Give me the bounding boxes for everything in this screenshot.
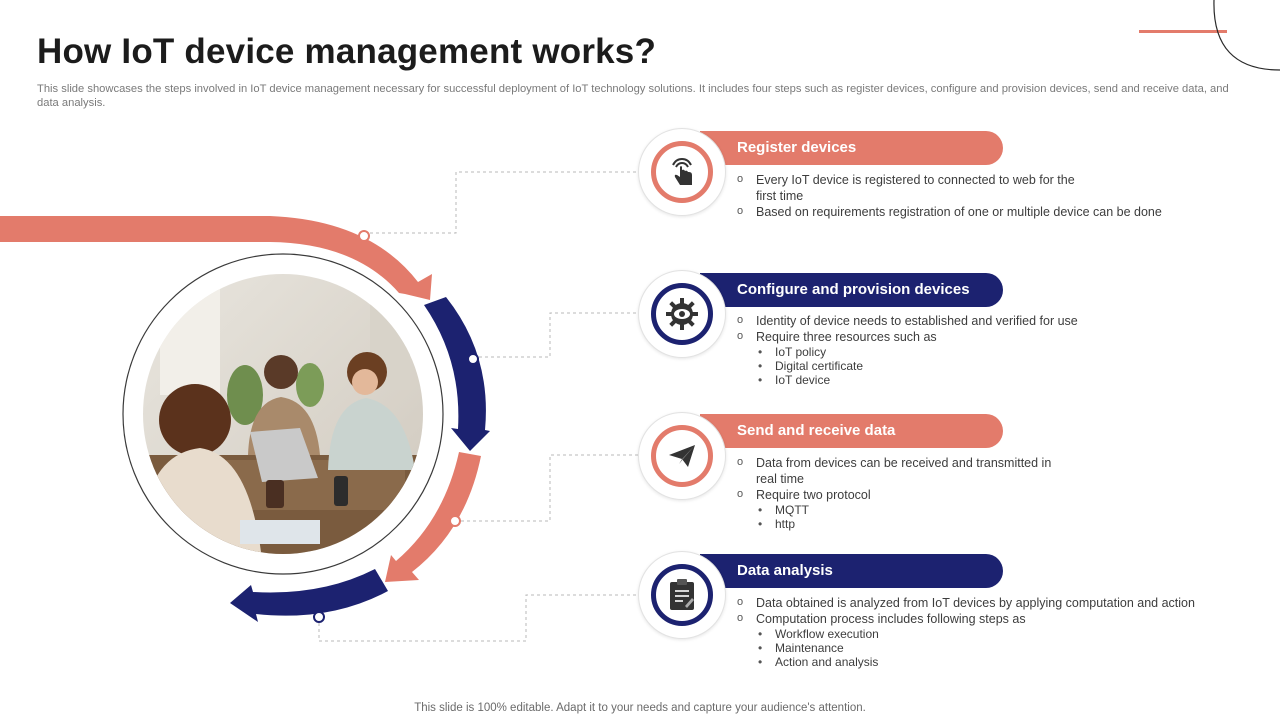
bullet-item: Every IoT device is registered to connec… [737, 171, 1162, 204]
connector-dots [313, 230, 479, 623]
step-4-header [700, 554, 1003, 588]
arc-step-4 [230, 569, 388, 622]
bullet-item: Require three resources such as [737, 328, 1078, 345]
step-1-bullets: Every IoT device is registered to connec… [737, 171, 1162, 220]
bullet-item: Identity of device needs to established … [737, 312, 1078, 329]
clipboard-icon [670, 579, 694, 610]
step-4-bullets: Data obtained is analyzed from IoT devic… [737, 594, 1195, 669]
step-4-title: Data analysis [737, 562, 833, 579]
step-1-title: Register devices [737, 139, 857, 156]
sub-bullet-item: http [737, 517, 1051, 531]
corner-arc [1213, 0, 1280, 71]
paper-plane-icon [669, 445, 695, 467]
touch-hand-icon [672, 157, 692, 185]
step-2-title: Configure and provision devices [737, 281, 970, 298]
sub-bullet-item: Action and analysis [737, 655, 1195, 669]
arc-step-3 [385, 452, 481, 582]
step-1-icon-badge [638, 128, 726, 216]
arc-step-2 [424, 297, 490, 451]
bullet-item: Based on requirements registration of on… [737, 203, 1162, 220]
bullet-item: Data obtained is analyzed from IoT devic… [737, 594, 1195, 611]
sub-bullet-item: Workflow execution [737, 627, 1195, 641]
step-1-header [700, 131, 1003, 165]
slide-title: How IoT device management works? [37, 32, 657, 71]
sub-bullet-item: IoT device [737, 373, 1078, 387]
sub-bullet-item: Maintenance [737, 641, 1195, 655]
step-3-header [700, 414, 1003, 448]
connector-lines [318, 171, 640, 642]
sub-bullet-item: Digital certificate [737, 359, 1078, 373]
gear-eye-icon [666, 298, 698, 330]
step-3-title: Send and receive data [737, 422, 896, 439]
sub-bullet-item: IoT policy [737, 345, 1078, 359]
bullet-item: Require two protocol [737, 486, 1051, 503]
step-2-icon-badge [638, 270, 726, 358]
slide-subtitle: This slide showcases the steps involved … [37, 83, 1229, 109]
step-2-header [700, 273, 1003, 307]
step-3-icon-badge [638, 412, 726, 500]
sub-bullet-item: MQTT [737, 503, 1051, 517]
decorative-line [1139, 30, 1227, 33]
bullet-item: Computation process includes following s… [737, 610, 1195, 627]
step-4-icon-badge [638, 551, 726, 639]
step-3-bullets: Data from devices can be received and tr… [737, 454, 1051, 531]
arc-step-1 [0, 216, 432, 300]
bullet-item: Data from devices can be received and tr… [737, 454, 1051, 487]
slide-footer: This slide is 100% editable. Adapt it to… [414, 702, 866, 714]
step-2-bullets: Identity of device needs to established … [737, 312, 1078, 387]
